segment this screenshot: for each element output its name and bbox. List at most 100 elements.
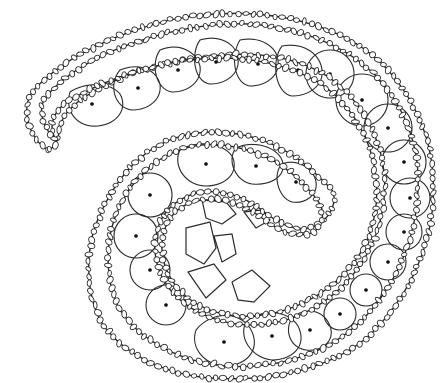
wall-pebble [250,11,256,18]
wall-pebble [105,275,114,284]
wall-pebble [103,254,111,262]
wall-pebble [254,361,262,368]
wall-pebble [257,375,263,381]
wall-pebble [339,100,345,107]
wall-pebble [167,16,173,21]
wall-pebble [208,128,216,136]
wall-pebble [116,45,122,52]
wall-pebble [398,111,407,119]
wall-pebble [164,28,171,35]
wall-pebble [189,13,196,19]
wall-pebble [107,270,111,276]
wall-pebble [142,36,150,44]
wall-pebble [336,31,343,38]
wall-pebble [239,19,245,26]
wall-pebble [328,27,337,36]
wall-pebble [367,146,373,151]
wall-pebble [297,69,303,76]
wall-pebble [377,213,384,220]
wall-pebble [180,146,187,150]
wall-pebble [131,26,139,33]
wall-pebble [292,58,299,67]
wall-pebble [367,308,373,314]
wall-pebble [331,197,338,203]
wall-pebble [277,309,283,314]
wall-pebble [382,175,387,182]
wall-pebble [104,263,112,268]
wall-pebble [270,360,276,367]
wall-pebble [262,360,270,368]
wall-pebble [136,328,142,335]
wall-pebble [373,197,381,205]
wall-pebble [265,319,272,327]
wall-pebble [279,371,288,379]
wall-pebble [228,11,233,17]
cell-polygon-2 [186,222,216,264]
wall-pebble [177,132,186,141]
wall-pebble [429,189,437,197]
wall-pebble [86,273,92,280]
wall-pebble [362,137,370,142]
wall-pebble [154,342,159,348]
wall-pebble [427,220,435,227]
wall-pebble [219,9,225,17]
wall-pebble [155,264,163,270]
wall-pebble [250,207,256,215]
wall-pebble [174,350,182,359]
wall-pebble [212,9,220,18]
wall-pebble [149,163,154,170]
wall-pebble [243,11,249,15]
wall-pebble [202,11,212,20]
wall-pebble [90,228,98,236]
wall-pebble [312,34,320,41]
cell-polygon-4 [188,264,226,298]
wall-pebble [163,366,169,373]
wall-pebble [319,218,324,223]
wall-pebble [396,263,404,271]
wall-pebble [148,336,154,344]
wall-pebble [160,227,168,235]
wall-pebble [413,264,419,269]
wall-pebble [294,313,301,319]
wall-pebble [336,353,342,359]
wall-pebble [283,229,288,235]
wall-pebble [427,153,434,159]
wall-pebble [430,183,436,189]
wall-pebble [230,20,237,27]
wall-pebble [389,92,395,99]
wall-pebble [269,60,277,68]
wall-pebble [247,362,254,369]
wall-pebble [30,130,35,136]
wall-pebble [85,252,93,257]
wall-pebble [196,189,204,195]
wall-pebble [292,303,298,311]
wall-pebble [24,116,29,122]
wall-pebble [216,20,224,29]
wall-pebble [190,190,197,197]
wall-pebble [154,363,163,370]
wall-pebble [354,267,360,273]
wall-pebble [247,147,255,154]
wall-pebble [288,369,294,376]
wall-pebble [205,374,213,382]
wall-pebble [398,257,405,264]
wall-pebble [291,356,298,363]
wall-pebble [371,132,377,138]
wall-pebble [382,183,388,191]
wall-pebble [353,101,360,107]
wall-pebble [88,295,95,303]
wall-pebble [369,219,377,227]
wall-pebble [268,309,277,318]
wall-pebble [175,370,181,377]
wall-pebble [108,189,116,195]
wall-pebble [182,13,190,21]
wall-pebble [284,26,292,33]
wall-pebble [407,98,414,104]
wall-pebble [106,48,115,55]
wall-pebble [198,302,203,309]
wall-pebble [245,132,252,139]
wall-pebble [158,241,166,248]
wall-pebble [113,183,119,188]
wall-pebble [204,141,210,149]
wall-pebble [362,47,369,55]
